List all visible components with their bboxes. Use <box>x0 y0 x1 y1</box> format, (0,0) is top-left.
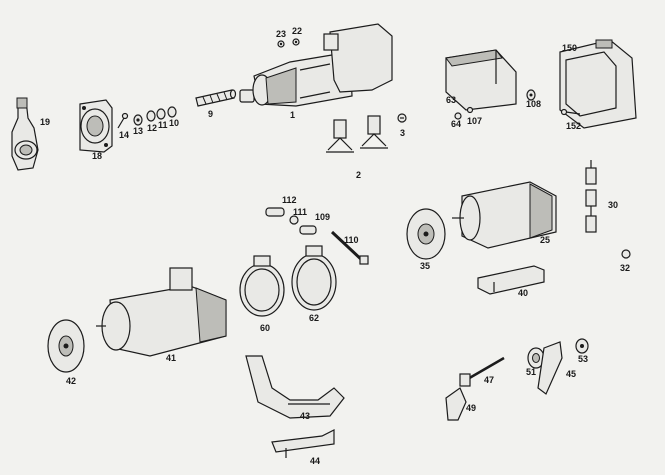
part-32-screw-drawing <box>621 249 631 259</box>
label-part-152: 152 <box>566 121 582 131</box>
label-part-11: 11 <box>158 120 168 130</box>
label-part-107: 60 <box>260 323 271 333</box>
label-part-41: 41 <box>166 353 177 363</box>
label-part-60: 63 <box>446 95 457 105</box>
part-25-generator-drawing <box>452 181 557 249</box>
label-part-64: 108 <box>526 99 542 109</box>
label-part-23: 23 <box>276 29 287 39</box>
label-part-25: 25 <box>540 235 551 245</box>
part-9-drive-shaft-drawing <box>195 89 237 107</box>
part-41-generator-drawing <box>96 267 227 357</box>
label-part-9: 9 <box>208 109 214 119</box>
part-111-long-bolt-drawing <box>330 230 369 265</box>
label-part-53: 53 <box>578 354 589 364</box>
label-part-51: 51 <box>526 367 537 377</box>
label-part-43: 43 <box>300 411 311 421</box>
label-part-112: 111 <box>293 207 308 217</box>
part-60-regulator-drawing <box>445 49 517 111</box>
label-part-109: 109 <box>315 212 331 222</box>
label-part-110: 112 <box>282 195 297 205</box>
label-part-19: 19 <box>40 117 51 127</box>
label-part-10: 10 <box>169 118 180 128</box>
label-part-150: 150 <box>562 43 578 53</box>
label-part-42: 42 <box>66 376 77 386</box>
part-107-clamp-drawing <box>239 255 285 317</box>
label-part-12: 12 <box>147 123 158 133</box>
part-43-strap-drawing <box>245 355 345 419</box>
part-1-starter-motor-drawing <box>239 23 393 107</box>
label-part-35: 35 <box>420 261 431 271</box>
label-part-49: 49 <box>466 403 477 413</box>
washers-10-13-drawing <box>133 106 177 126</box>
label-part-13: 13 <box>133 126 144 136</box>
label-part-62: 64 <box>451 119 462 129</box>
label-part-47: 47 <box>484 375 495 385</box>
part-152-screw-drawing <box>560 108 581 116</box>
label-part-2: 2 <box>356 170 362 180</box>
parts-62-64-hardware-drawing <box>454 89 536 120</box>
label-part-63: 107 <box>467 116 483 126</box>
part-42-pulley-drawing <box>47 319 85 373</box>
label-part-44: 44 <box>310 456 321 466</box>
part-19-lever-drawing <box>11 97 39 171</box>
label-part-14: 14 <box>119 130 130 140</box>
label-part-111: 110 <box>344 235 359 245</box>
part-3-screw-drawing <box>397 113 407 123</box>
part-2-brush-pair-drawing <box>326 115 388 153</box>
part-30-brushes-drawing <box>585 160 597 233</box>
part-150-regulator-drawing <box>559 39 637 129</box>
part-108-clamp-drawing <box>291 245 337 311</box>
label-part-18: 18 <box>92 151 103 161</box>
label-part-108: 62 <box>309 313 320 323</box>
part-40-bracket-drawing <box>477 265 545 295</box>
part-44-bracket-drawing <box>271 429 335 458</box>
label-part-30: 30 <box>608 200 619 210</box>
parts-109-112-drawing <box>265 207 317 235</box>
label-part-3: 3 <box>400 128 406 138</box>
part-18-end-housing-drawing <box>79 99 113 153</box>
label-part-22: 22 <box>292 26 303 36</box>
parts-22-23-nuts-drawing <box>277 38 300 48</box>
part-35-pulley-drawing <box>406 208 446 260</box>
part-53-washer-drawing <box>575 338 589 354</box>
part-49-bracket-drawing <box>445 387 467 421</box>
part-14-bolt-drawing <box>117 112 129 129</box>
part-47-bolt-drawing <box>459 356 505 387</box>
part-45-bracket-drawing <box>537 341 563 395</box>
label-part-32: 32 <box>620 263 631 273</box>
label-part-40: 40 <box>518 288 529 298</box>
label-part-45: 45 <box>566 369 577 379</box>
label-part-1: 1 <box>290 110 296 120</box>
